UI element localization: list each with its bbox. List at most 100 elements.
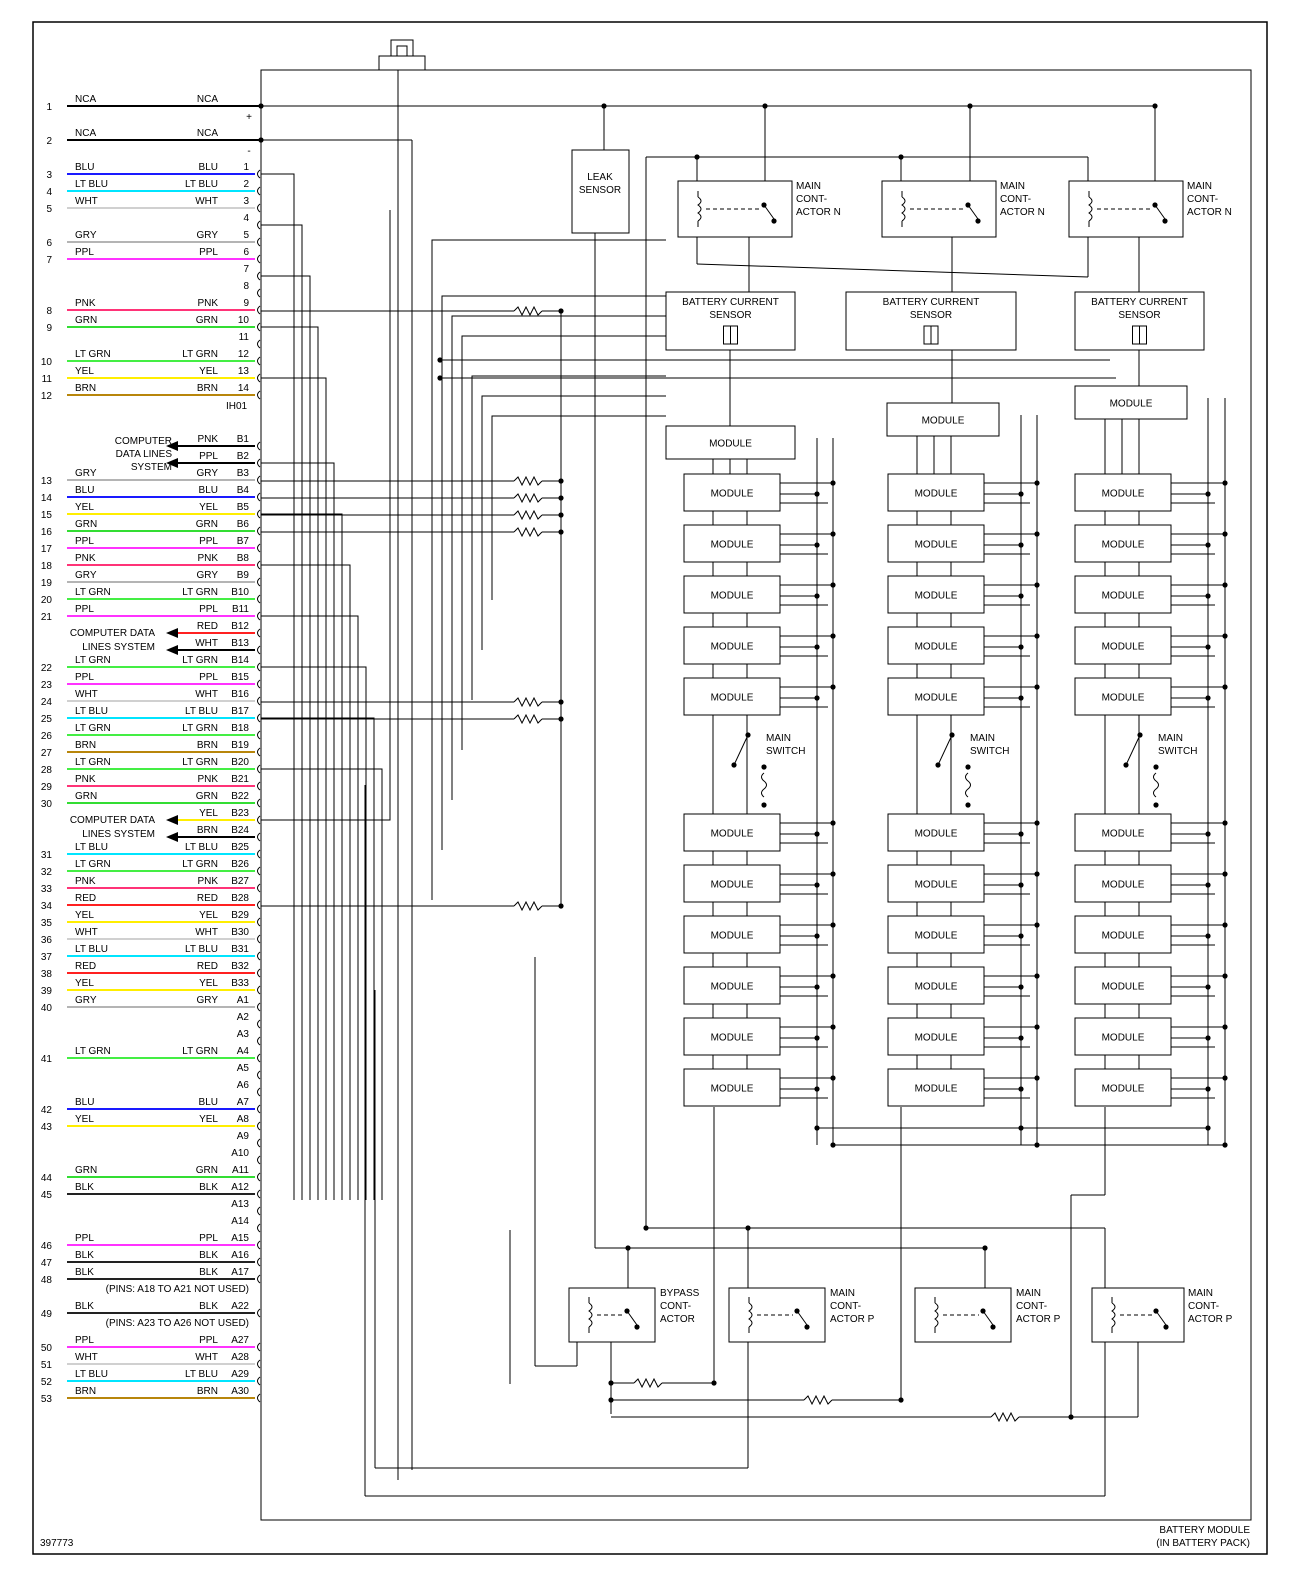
connector-cavity (257, 1257, 261, 1267)
wire-color-label: PPL (199, 247, 218, 258)
main-contactor-p-label: MAIN (1016, 1288, 1041, 1299)
connector-cavity (257, 237, 261, 247)
connector-pin-label: A14 (231, 1216, 249, 1227)
bypass-contactor-label: ACTOR (660, 1314, 695, 1325)
module-label: MODULE (711, 642, 754, 653)
connector-pin-label: A3 (237, 1029, 250, 1040)
junction-dot (1222, 684, 1228, 690)
wire (696, 263, 1089, 278)
module-label: MODULE (915, 1084, 958, 1095)
wire-number: 3 (46, 170, 52, 181)
junction-dot (437, 375, 443, 381)
connector-cavity (257, 764, 261, 774)
wire-number: 1 (46, 102, 52, 113)
external-system-label: COMPUTER DATA (70, 628, 156, 639)
connector-cavity (257, 730, 261, 740)
wire-color-label: PPL (75, 672, 94, 683)
module (887, 915, 985, 954)
connector-pin-label: A8 (237, 1114, 250, 1125)
module (683, 864, 781, 903)
wire-color-label: NCA (75, 94, 96, 105)
junction-dot (804, 1324, 810, 1330)
junction-dot (1034, 480, 1040, 486)
connector-pin-label: B26 (231, 859, 249, 870)
connector-pin-label: A10 (231, 1148, 249, 1159)
connector-cavity (257, 713, 261, 723)
junction-dot (1222, 922, 1228, 928)
wire-number: 36 (41, 935, 53, 946)
connector-pin-label: B7 (237, 536, 250, 547)
wire-number: 53 (41, 1394, 53, 1405)
module-label: MODULE (915, 693, 958, 704)
wire-number: 48 (41, 1275, 53, 1286)
junction-dot (1222, 633, 1228, 639)
connector-cavity (257, 628, 261, 638)
wire-color-label: BRN (197, 825, 218, 836)
module (1074, 966, 1172, 1005)
main-contactor-n-label: MAIN (796, 181, 821, 192)
wire-color-label: GRN (75, 1165, 97, 1176)
junction-dot (1137, 732, 1143, 738)
module (683, 1068, 781, 1107)
wire-color-label: BRN (197, 1386, 218, 1397)
wire-color-label: BLK (75, 1182, 94, 1193)
junction-dot (643, 1225, 649, 1231)
connector-pin-label: B31 (231, 944, 249, 955)
module-label: MODULE (915, 540, 958, 551)
module (887, 473, 985, 512)
external-system-label: COMPUTER DATA (70, 815, 156, 826)
junction-dot (1205, 831, 1211, 837)
module-label: MODULE (711, 880, 754, 891)
junction-dot (1153, 1308, 1159, 1314)
connector-cavity (257, 1138, 261, 1148)
wire-color-label: LT BLU (185, 179, 218, 190)
module-label: MODULE (915, 931, 958, 942)
terminal-polarity: + (246, 112, 252, 123)
junction-dot (258, 103, 264, 109)
junction-dot (1034, 1024, 1040, 1030)
connector-pin-label: B30 (231, 927, 249, 938)
connector-pin-label: B8 (237, 553, 250, 564)
wire-color-label: GRY (75, 468, 97, 479)
connector-cavity (257, 1308, 261, 1318)
wire-color-label: PPL (199, 604, 218, 615)
relay-coil (588, 1302, 593, 1328)
junction-dot (814, 491, 820, 497)
external-system-label: LINES SYSTEM (82, 642, 155, 653)
arrow-icon (166, 645, 178, 655)
connector-cavity (257, 220, 261, 230)
external-system-label: LINES SYSTEM (82, 829, 155, 840)
wire-color-label: PNK (197, 876, 218, 887)
fuse-icon (965, 772, 971, 798)
wire-color-label: LT BLU (185, 1369, 218, 1380)
connector-cavity (257, 1155, 261, 1165)
connector-cavity (257, 322, 261, 332)
wire-color-label: LT BLU (75, 944, 108, 955)
wire-color-label: NCA (197, 128, 218, 139)
wire-number: 2 (46, 136, 52, 147)
junction-dot (1034, 922, 1040, 928)
wire-color-label: BLU (199, 162, 218, 173)
junction-dot (814, 593, 820, 599)
connector-cavity (257, 611, 261, 621)
connector-cavity (257, 339, 261, 349)
module-label: MODULE (915, 591, 958, 602)
relay-coil (748, 1302, 753, 1328)
wire-number: 20 (41, 595, 53, 606)
main-contactor-p-label: MAIN (1188, 1288, 1213, 1299)
junction-dot (1018, 933, 1024, 939)
junction-dot (624, 1308, 630, 1314)
wire-number: 39 (41, 986, 53, 997)
module (887, 864, 985, 903)
module-label: MODULE (1102, 591, 1145, 602)
wire-color-label: BLK (75, 1267, 94, 1278)
junction-dot (745, 732, 751, 738)
resistor-icon (803, 1394, 833, 1406)
connector-pin-label: B5 (237, 502, 250, 513)
connector-cavity (257, 968, 261, 978)
junction-dot (258, 137, 264, 143)
connector-pin-label: B28 (231, 893, 249, 904)
junction-dot (830, 480, 836, 486)
wire-number: 5 (46, 204, 52, 215)
connector-pin-label: A17 (231, 1267, 249, 1278)
